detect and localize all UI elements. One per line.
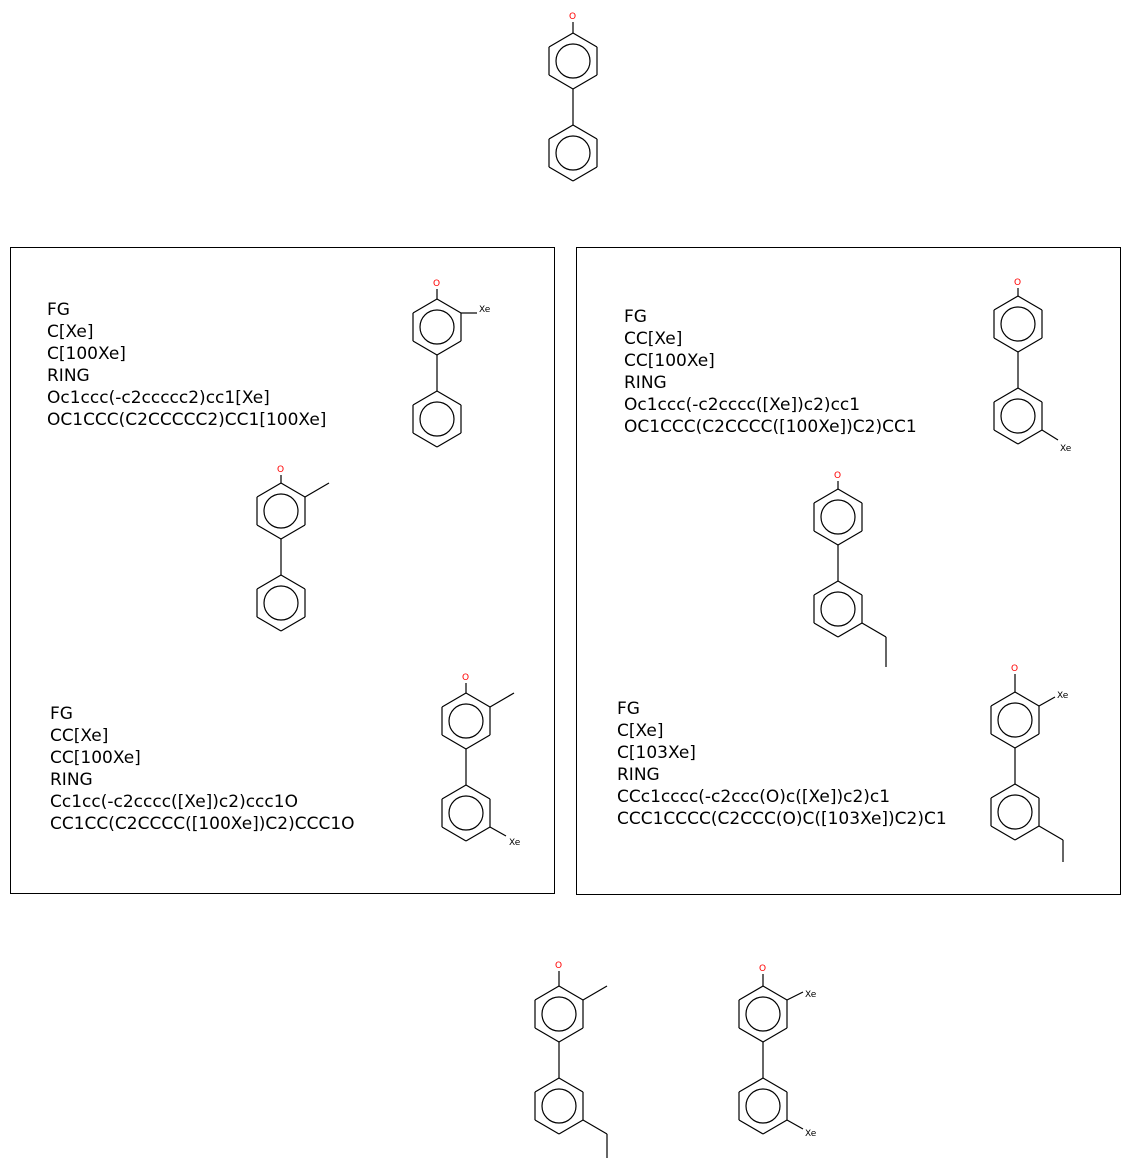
text-line: RING xyxy=(47,366,90,386)
text-line: FG xyxy=(617,699,640,719)
text-line: Oc1ccc(-c2ccccc2)cc1[Xe] xyxy=(47,388,270,408)
text-line: C[100Xe] xyxy=(47,344,126,364)
molecule-ethyl-ring2: O xyxy=(813,471,887,667)
xenon-atom-label: Xe xyxy=(805,1129,817,1139)
text-line: CC[Xe] xyxy=(624,329,683,349)
phenylphenol-structure: O xyxy=(548,12,598,182)
panel-left-top-text: FG C[Xe] C[100Xe] RING Oc1ccc(-c2ccccc2)… xyxy=(47,299,326,431)
panel-right xyxy=(576,247,1121,895)
text-line: CC1CC(C2CCCC([100Xe])C2)CCC1O xyxy=(50,814,355,834)
molecule-methyl-ring1: O xyxy=(256,465,330,632)
text-line: RING xyxy=(617,765,660,785)
oxygen-atom-label: O xyxy=(555,961,562,971)
panel-right-bottom-text: FG C[Xe] C[103Xe] RING CCc1cccc(-c2ccc(O… xyxy=(617,698,947,830)
text-line: Cc1cc(-c2cccc([Xe])c2)ccc1O xyxy=(50,792,298,812)
xenon-atom-label: Xe xyxy=(1060,444,1072,454)
xenon-atom-label: Xe xyxy=(479,305,491,315)
xenon-atom-label: Xe xyxy=(509,838,521,848)
xenon-atom-label: Xe xyxy=(805,990,817,1000)
oxygen-atom-label: O xyxy=(759,964,766,974)
oxygen-atom-label: O xyxy=(277,465,284,475)
oxygen-atom-label: O xyxy=(569,12,576,22)
molecule-methyl-xe: O Xe xyxy=(441,673,521,848)
text-line: Oc1ccc(-c2cccc([Xe])c2)cc1 xyxy=(624,395,861,415)
text-line: OC1CCC(C2CCCC([100Xe])C2)CC1 xyxy=(624,417,917,437)
oxygen-atom-label: O xyxy=(1014,278,1021,288)
text-line: C[103Xe] xyxy=(617,743,696,763)
text-line: CCC1CCCC(C2CCC(O)C([103Xe])C2)C1 xyxy=(617,809,947,829)
oxygen-atom-label: O xyxy=(462,673,469,683)
text-line: CC[100Xe] xyxy=(624,351,715,371)
panel-left xyxy=(10,247,555,894)
text-line: OC1CCC(C2CCCCC2)CC1[100Xe] xyxy=(47,410,327,430)
text-line: CCc1cccc(-c2ccc(O)c([Xe])c2)c1 xyxy=(617,787,891,807)
text-line: RING xyxy=(624,373,667,393)
text-line: FG xyxy=(50,704,73,724)
text-line: CC[Xe] xyxy=(50,726,109,746)
oxygen-atom-label: O xyxy=(834,471,841,481)
molecule-methyl-ethyl: O xyxy=(534,961,608,1158)
text-line: FG xyxy=(47,300,70,320)
oxygen-atom-label: O xyxy=(1011,664,1018,674)
text-line: RING xyxy=(50,770,93,790)
text-line: C[Xe] xyxy=(47,322,94,342)
panel-left-bottom-text: FG CC[Xe] CC[100Xe] RING Cc1cc(-c2cccc([… xyxy=(50,703,355,835)
molecule-xe-ring2: O Xe xyxy=(993,278,1072,454)
xenon-atom-label: Xe xyxy=(1057,691,1069,701)
molecule-xe-ethyl: O Xe xyxy=(990,664,1069,862)
panel-right-top-text: FG CC[Xe] CC[100Xe] RING Oc1ccc(-c2cccc(… xyxy=(624,306,917,438)
oxygen-atom-label: O xyxy=(433,279,440,289)
text-line: FG xyxy=(624,307,647,327)
text-line: CC[100Xe] xyxy=(50,748,141,768)
molecule-di-xe: O Xe Xe xyxy=(738,964,817,1139)
molecule-xe-ring1: O Xe xyxy=(412,279,491,448)
text-line: C[Xe] xyxy=(617,721,664,741)
